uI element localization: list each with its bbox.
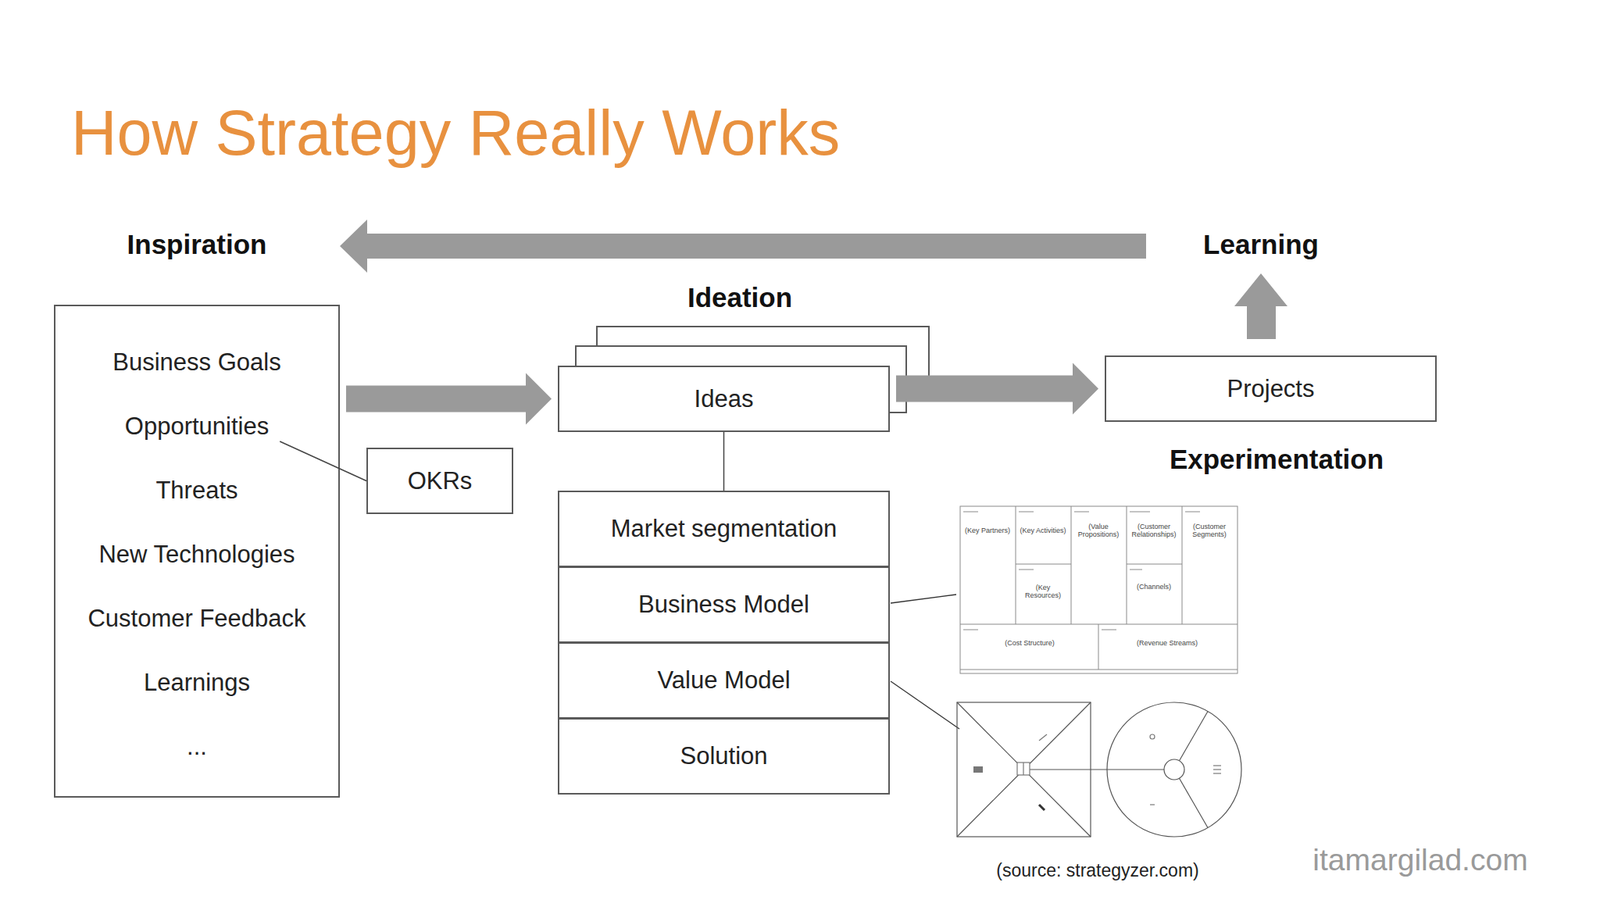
node-text: Value Model [657, 666, 790, 695]
canvas-label: (Channels) [1128, 582, 1180, 591]
fit-line [1023, 768, 1165, 770]
block-arrow [896, 363, 1099, 415]
stage-heading: Experimentation [1120, 443, 1433, 475]
node-text: Learnings [143, 650, 250, 715]
node-text: Customer Feedback [87, 586, 306, 651]
canvas-heading-mark [1101, 628, 1117, 631]
model-box: Solution [557, 717, 890, 795]
gain-icon [1039, 734, 1047, 741]
okr-box: OKRs [366, 447, 514, 515]
canvas-line [1015, 564, 1072, 565]
slide-title: How Strategy Really Works [71, 96, 840, 170]
model-box: Value Model [557, 642, 890, 719]
customer-spoke [1179, 711, 1209, 761]
source-note: (source: strategyzer.com) [902, 860, 1293, 882]
canvas-line [1098, 624, 1100, 670]
value-proposition-canvas [957, 702, 1242, 837]
node-text: Solution [679, 742, 768, 771]
node-text: ... [186, 714, 208, 779]
canvas-label: (Customer Segments) [1183, 522, 1236, 540]
canvas-label: (Value Propositions) [1072, 522, 1125, 540]
canvas-label: (Customer Relationships) [1127, 522, 1181, 540]
connector-line [723, 432, 725, 491]
customer-spoke [1179, 778, 1209, 828]
gain-icon [1150, 734, 1155, 740]
canvas-line [1126, 506, 1128, 625]
model-box: Market segmentation [557, 490, 890, 568]
canvas-label: (Key Partners) [961, 526, 1014, 535]
block-arrow [346, 373, 552, 425]
canvas-line [1182, 506, 1183, 625]
canvas-line [1071, 506, 1072, 625]
canvas-heading-mark [1129, 510, 1150, 513]
gift-icon [1017, 762, 1030, 775]
canvas-heading-mark [1074, 510, 1090, 513]
pain-icon [1150, 803, 1155, 805]
canvas-heading-mark [1129, 568, 1143, 571]
node-text: Threats [155, 458, 238, 523]
canvas-label: (Key Activities) [1017, 526, 1069, 535]
jobs-icon [1213, 768, 1222, 770]
canvas-heading-mark [1018, 510, 1034, 513]
canvas-line [1126, 564, 1183, 565]
connector-line [279, 441, 367, 482]
canvas-frame [960, 506, 1238, 674]
gift-icon [1022, 762, 1024, 775]
node-text: Opportunities [125, 394, 269, 459]
node-text: Market segmentation [610, 514, 837, 543]
canvas-heading-mark [963, 628, 979, 631]
node-text: Ideas [694, 385, 754, 414]
canvas-label: (Revenue Streams) [1116, 639, 1218, 647]
up-arrow [1234, 273, 1288, 340]
customer-circle [1107, 702, 1242, 837]
watermark: itamargilad.com [1225, 842, 1600, 878]
stage-heading: Ideation [583, 282, 897, 314]
node-text: Business Goals [112, 330, 281, 395]
customer-center [1164, 759, 1185, 780]
idea-box: Ideas [557, 365, 890, 433]
node-text: New Technologies [98, 522, 295, 587]
product-icon [973, 766, 983, 773]
pain-icon [1039, 804, 1045, 811]
jobs-icon [1213, 772, 1222, 774]
feedback-arrow [339, 219, 1147, 273]
stage-heading: Learning [1104, 228, 1418, 261]
model-box: Business Model [557, 566, 890, 643]
node-text: OKRs [407, 467, 473, 496]
jobs-icon [1213, 764, 1222, 766]
inspiration-list-box: Business GoalsOpportunitiesThreatsNew Te… [53, 304, 340, 798]
stage-heading: Inspiration [40, 228, 354, 261]
canvas-label: (Key Resources) [1017, 583, 1069, 600]
leader-line [890, 594, 957, 604]
canvas-label: (Cost Structure) [978, 639, 1081, 647]
project-box: Projects [1104, 355, 1437, 422]
canvas-heading-mark [1185, 510, 1200, 513]
leader-line [890, 681, 960, 729]
node-text: Business Model [638, 590, 810, 619]
canvas-line [1015, 506, 1017, 625]
canvas-heading-mark [1018, 568, 1034, 571]
node-text: Projects [1227, 375, 1315, 404]
canvas-heading-mark [963, 510, 979, 513]
canvas-line [960, 669, 1238, 671]
business-model-canvas [960, 506, 1238, 674]
